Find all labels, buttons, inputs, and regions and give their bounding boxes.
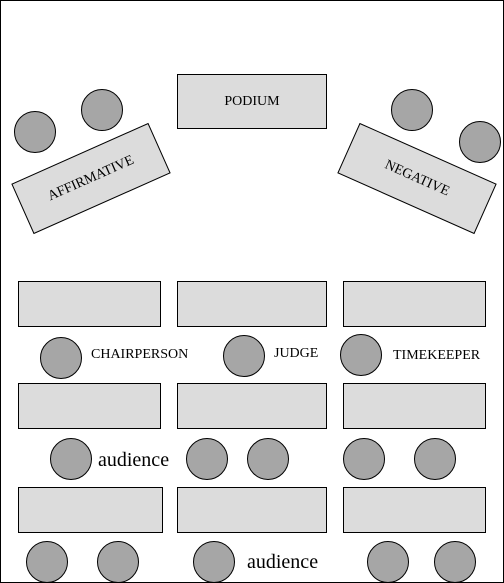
audience-label: audience bbox=[247, 551, 319, 573]
audience-seat bbox=[97, 541, 139, 583]
row3-table-right bbox=[343, 487, 486, 533]
chairperson-label: CHAIRPERSON bbox=[91, 347, 189, 362]
row2-table-left bbox=[18, 383, 161, 429]
affirmative-label: AFFIRMATIVE bbox=[45, 152, 137, 204]
audience-seat bbox=[414, 438, 456, 480]
chairperson-seat bbox=[40, 337, 82, 379]
negative-seat-1 bbox=[391, 89, 433, 131]
row1-table-center bbox=[177, 281, 327, 327]
audience-label: audience bbox=[98, 449, 170, 471]
audience-seat bbox=[186, 438, 228, 480]
row3-table-center bbox=[177, 487, 327, 533]
audience-seat bbox=[434, 541, 476, 583]
podium-table: PODIUM bbox=[177, 74, 327, 129]
judge-label: JUDGE bbox=[274, 346, 319, 361]
row2-table-right bbox=[343, 383, 486, 429]
row1-table-right bbox=[343, 281, 486, 327]
audience-seat bbox=[247, 438, 289, 480]
audience-seat bbox=[26, 541, 68, 583]
audience-seat bbox=[50, 438, 92, 480]
audience-seat bbox=[343, 438, 385, 480]
affirmative-seat-2 bbox=[81, 89, 123, 131]
audience-seat bbox=[193, 541, 235, 583]
timekeeper-label: TIMEKEEPER bbox=[393, 348, 481, 363]
podium-label: PODIUM bbox=[224, 93, 280, 109]
judge-seat bbox=[223, 335, 265, 377]
affirmative-seat-1 bbox=[14, 111, 56, 153]
row3-table-left bbox=[18, 487, 163, 533]
row2-table-center bbox=[177, 383, 327, 429]
row1-table-left bbox=[18, 281, 161, 327]
audience-seat bbox=[367, 541, 409, 583]
negative-seat-2 bbox=[459, 121, 501, 163]
timekeeper-seat bbox=[340, 334, 382, 376]
